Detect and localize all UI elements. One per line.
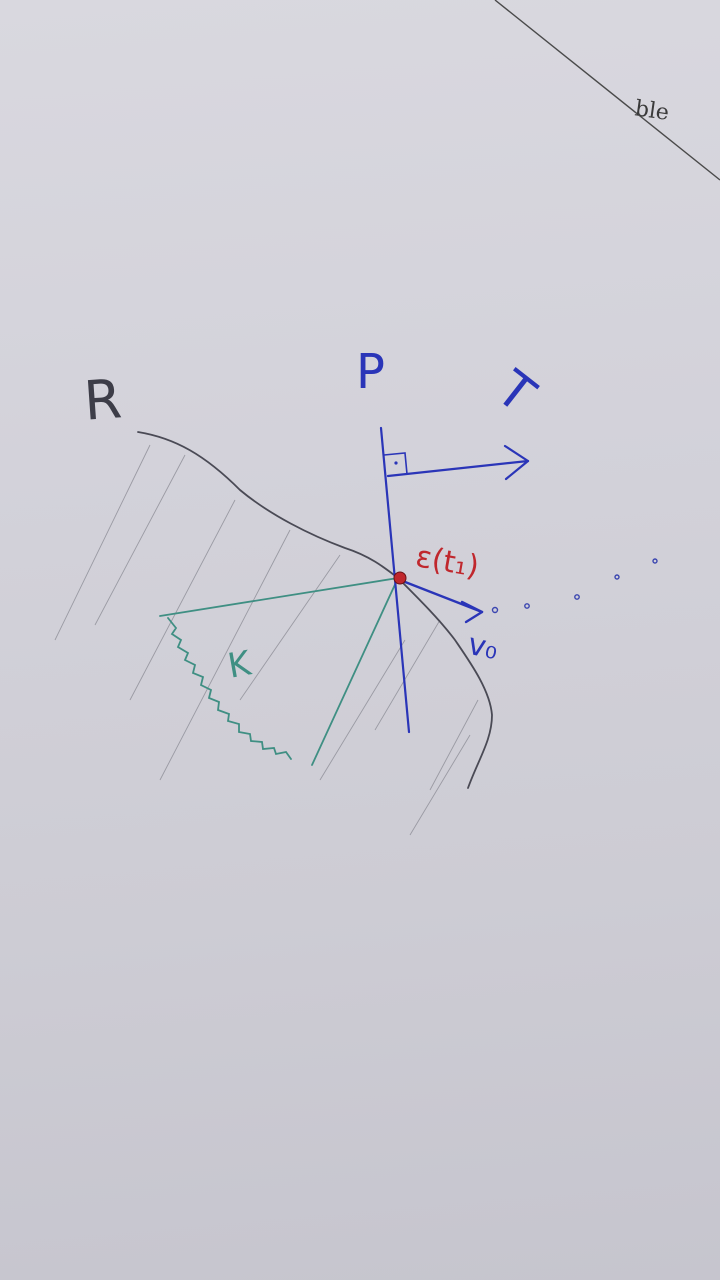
velocity-arrow [398,578,484,624]
label-plane-p: P [356,344,385,400]
sheet-edge-text: ble [633,96,670,126]
sheet-edge-line [494,0,720,181]
right-angle-marker [383,452,408,475]
cone-k [159,577,399,766]
tangent-arrow [386,444,530,481]
trajectory-dots [491,558,658,614]
label-region-r: R [82,367,124,432]
right-angle-dot [394,461,398,465]
point-epsilon [393,571,407,585]
label-cone-k: K [225,643,256,687]
label-velocity-v0: v₀ [465,627,501,667]
region-hatching [54,444,479,836]
label-point-epsilon: ε(t₁) [413,539,482,584]
label-tangent-t: T [485,359,546,424]
region-boundary-curve [137,431,493,789]
